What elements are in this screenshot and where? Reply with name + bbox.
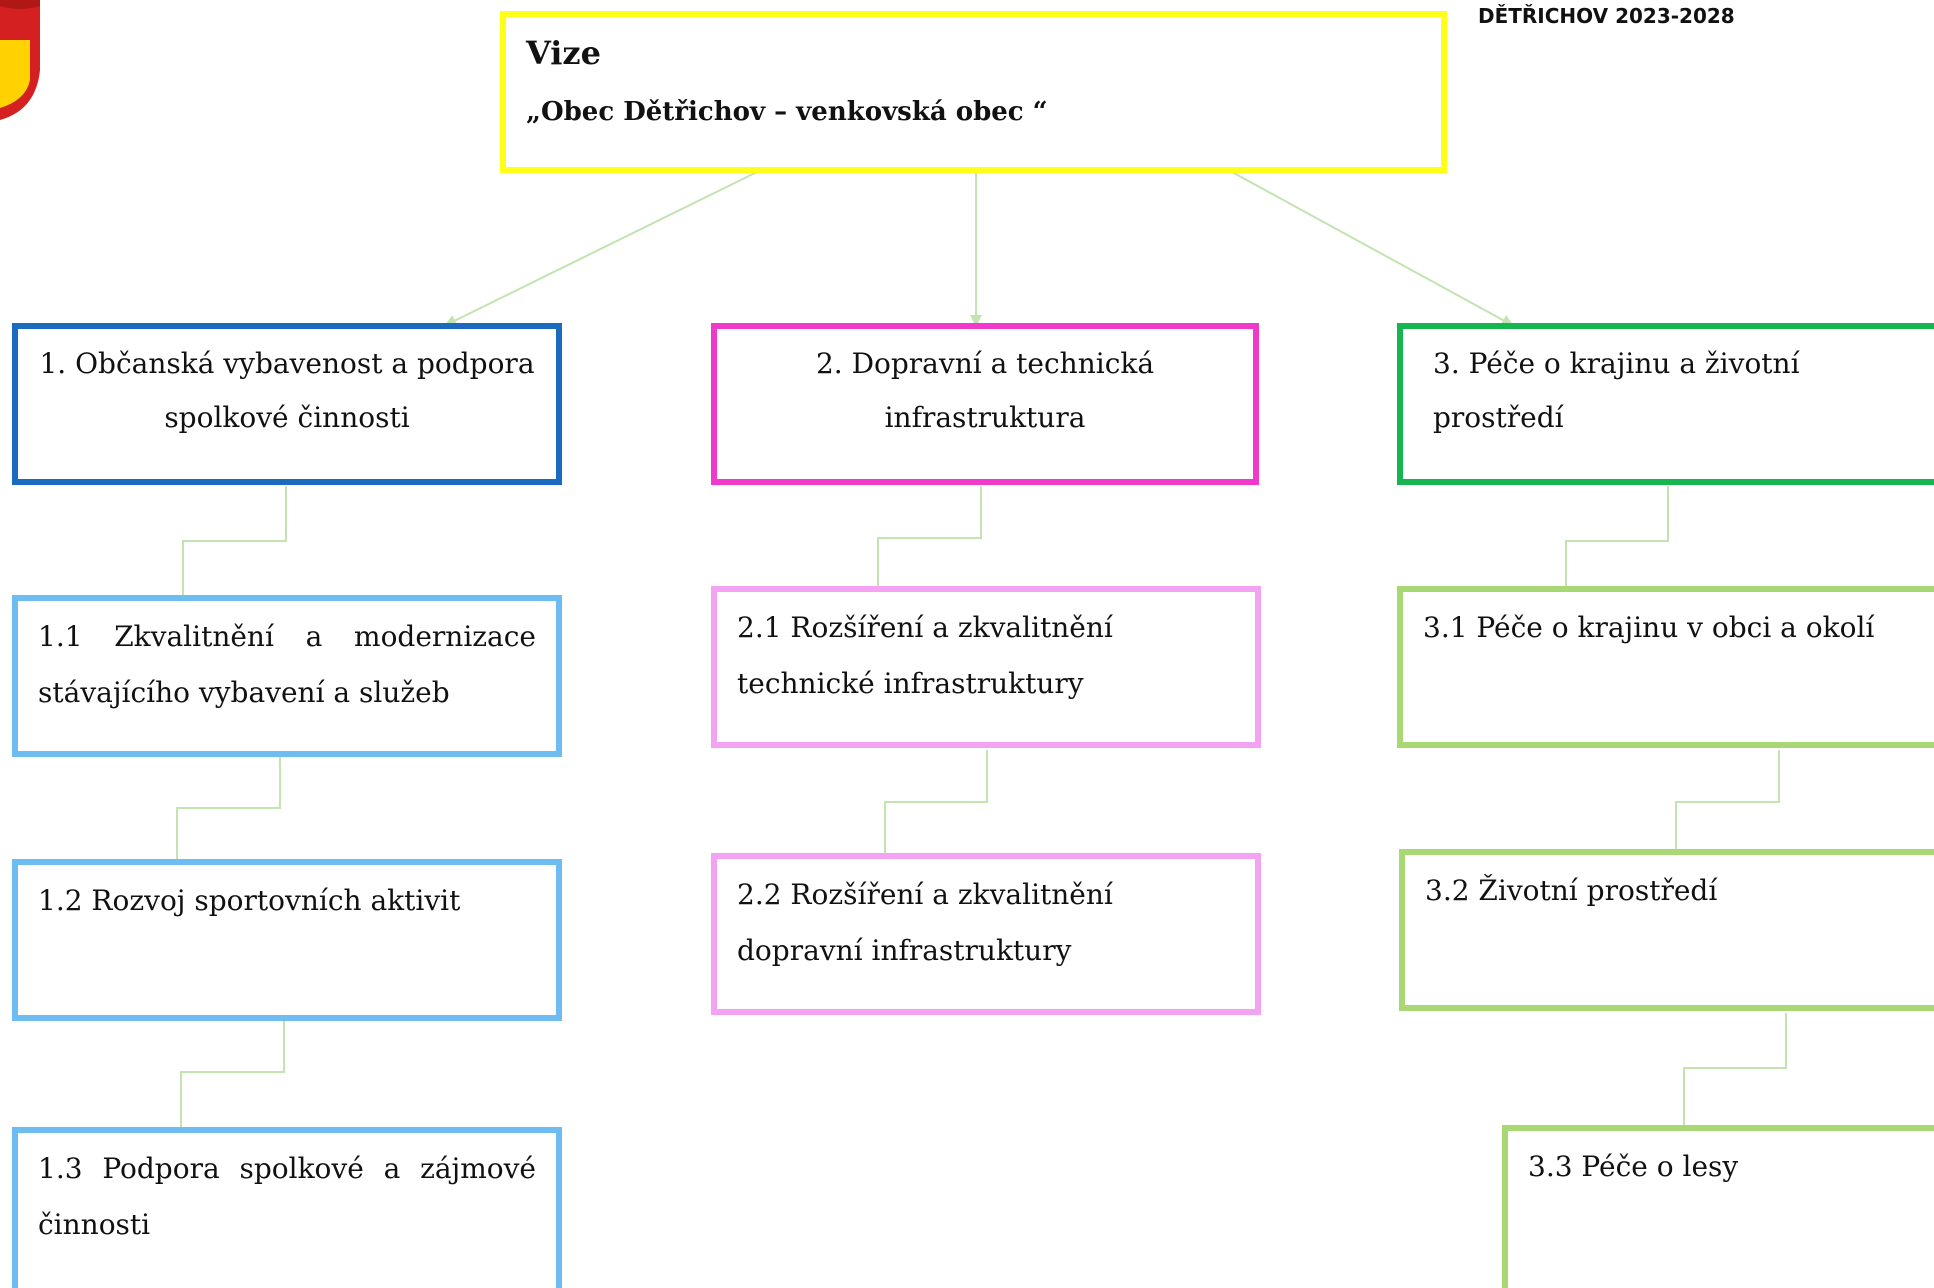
vision-subtitle: „Obec Dětřichov – venkovská obec “	[526, 97, 1048, 127]
connector-p1-to-1-1	[182, 486, 287, 597]
vision-title: Vize	[526, 34, 601, 72]
vision-box: Vize „Obec Dětřichov – venkovská obec “	[500, 11, 1447, 173]
measure-2-2-label: 2.2 Rozšíření a zkvalitnění dopravní inf…	[737, 878, 1113, 967]
measure-2-2-box: 2.2 Rozšíření a zkvalitnění dopravní inf…	[711, 853, 1261, 1015]
measure-2-1-box: 2.1 Rozšíření a zkvalitnění technické in…	[711, 586, 1261, 748]
measure-3-3-label: 3.3 Péče o lesy	[1528, 1150, 1739, 1183]
measure-3-3-box: 3.3 Péče o lesy	[1502, 1125, 1934, 1288]
measure-1-3-label: 1.3 Podpora spolkové a zájmové činnosti	[38, 1152, 536, 1241]
priority-3-label: 3. Péče o krajinu a životní prostředí	[1433, 347, 1800, 434]
arrow-vision-to-p3	[1231, 171, 1514, 326]
measure-1-3-box: 1.3 Podpora spolkové a zájmové činnosti	[12, 1127, 562, 1288]
priority-2-box: 2. Dopravní a technická infrastruktura	[711, 323, 1259, 485]
connector-p3-to-3-1	[1565, 486, 1669, 588]
measure-3-1-box: 3.1 Péče o krajinu v obci a okolí	[1397, 586, 1934, 748]
measure-3-2-label: 3.2 Životní prostředí	[1425, 874, 1718, 907]
connector-1-1-to-1-2	[176, 756, 281, 861]
measure-1-2-label: 1.2 Rozvoj sportovních aktivit	[38, 884, 461, 917]
document-header-code: DĚTŘICHOV 2023-2028	[1478, 4, 1735, 28]
measure-1-1-box: 1.1 Zkvalitnění a modernizace stávajícíh…	[12, 595, 562, 757]
connector-3-2-to-3-3	[1683, 1013, 1787, 1127]
priority-1-box: 1. Občanská vybavenost a podpora spolkov…	[12, 323, 562, 485]
municipal-coat-of-arms-logo	[0, 0, 40, 120]
priority-1-label: 1. Občanská vybavenost a podpora spolkov…	[39, 347, 535, 434]
measure-3-2-box: 3.2 Životní prostředí	[1399, 849, 1934, 1011]
connector-1-2-to-1-3	[180, 1020, 285, 1127]
connector-2-1-to-2-2	[884, 750, 988, 855]
arrow-vision-to-p1	[444, 171, 758, 326]
measure-2-1-label: 2.1 Rozšíření a zkvalitnění technické in…	[737, 611, 1113, 700]
connector-p2-to-2-1	[877, 486, 982, 588]
connector-3-1-to-3-2	[1675, 750, 1780, 851]
priority-3-box: 3. Péče o krajinu a životní prostředí	[1397, 323, 1934, 485]
measure-3-1-label: 3.1 Péče o krajinu v obci a okolí	[1423, 611, 1875, 644]
measure-1-1-label: 1.1 Zkvalitnění a modernizace stávajícíh…	[38, 620, 536, 709]
priority-2-label: 2. Dopravní a technická infrastruktura	[815, 347, 1155, 434]
measure-1-2-box: 1.2 Rozvoj sportovních aktivit	[12, 859, 562, 1021]
